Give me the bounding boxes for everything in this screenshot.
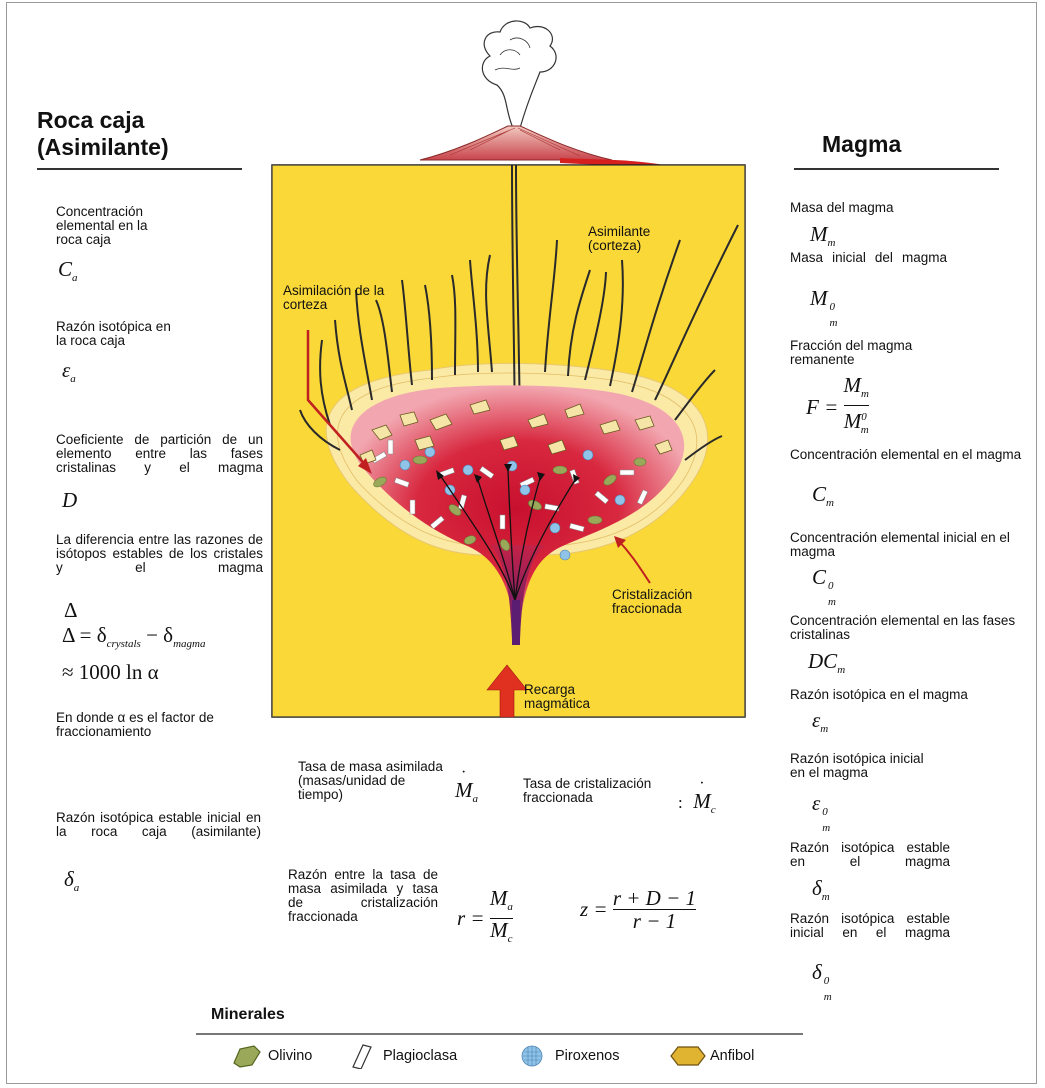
label-cristalizacion: Cristalización fraccionada <box>612 588 722 616</box>
label-asimilante: Asimilante (corteza) <box>588 225 678 253</box>
label-asimilacion: Asimilación de la corteza <box>283 284 413 312</box>
left-stable-symbol: δa <box>64 867 79 894</box>
left-stable-label: Razón isotópica estable inicial en la ro… <box>56 811 261 839</box>
center-cryst-rate-label: Tasa de cristalización fraccionada <box>523 777 673 805</box>
legend-item-piroxenos: Piroxenos <box>517 1043 551 1069</box>
legend-title: Minerales <box>211 1006 285 1024</box>
center-cryst-symbol: : ·Mc <box>678 789 716 816</box>
legend-label-piroxenos: Piroxenos <box>555 1048 619 1064</box>
volcano-cone <box>420 126 612 160</box>
eruption-plume <box>482 21 556 128</box>
magma-chamber-diagram <box>0 0 1045 760</box>
center-ratio-label: Razón entre la tasa de masa asimilada y … <box>288 868 438 924</box>
legend-label-plagioclasa: Plagioclasa <box>383 1048 457 1064</box>
olivine-icon <box>230 1043 264 1069</box>
right-stable-symbol: δm <box>812 876 830 903</box>
legend-item-plagioclasa: Plagioclasa <box>345 1043 379 1069</box>
amphibole-icon <box>668 1043 708 1069</box>
legend-item-olivino: Olivino <box>230 1043 264 1069</box>
center-asim-symbol: ·Ma <box>455 778 478 805</box>
right-stable-label: Razón isotópica estable en el magma <box>790 841 950 869</box>
label-recarga: Recarga magmática <box>524 683 634 711</box>
legend-label-olivino: Olivino <box>268 1048 312 1064</box>
legend-rule <box>196 1033 803 1035</box>
legend-label-anfibol: Anfibol <box>710 1048 754 1064</box>
legend-item-anfibol: Anfibol <box>668 1043 708 1069</box>
center-r-equation: r = Ma Mc <box>457 887 513 950</box>
plagioclase-icon <box>345 1043 379 1069</box>
center-z-equation: z = r + D − 1 r − 1 <box>580 887 696 932</box>
right-stable0-label: Razón isotópica estable inicial en el ma… <box>790 912 950 940</box>
center-asim-rate-label: Tasa de masa asimilada (masas/unidad de … <box>298 760 448 802</box>
pyroxene-icon <box>517 1043 551 1069</box>
